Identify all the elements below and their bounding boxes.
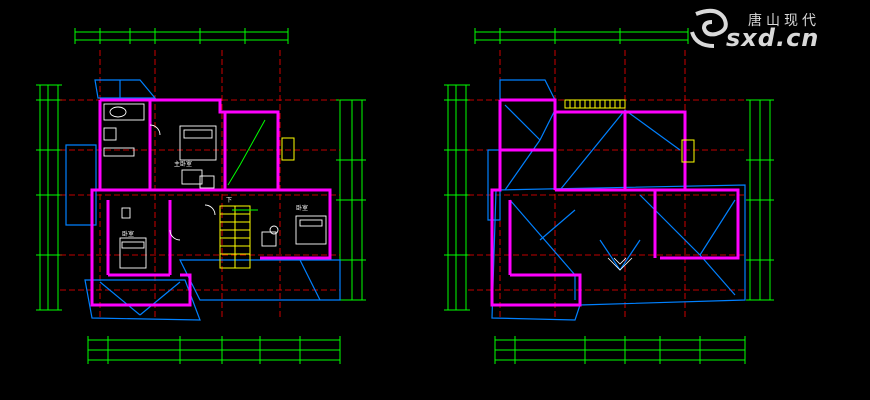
stair-block (219, 137, 295, 269)
room-label-stair: 下 (226, 197, 232, 204)
left-misc-lines (227, 119, 266, 211)
left-room-labels: 主卧室 卧室 卧室 下 (122, 160, 308, 238)
left-floor-plan: 主卧室 卧室 卧室 下 (36, 28, 366, 364)
left-roof-outline (65, 79, 341, 321)
watermark: 唐山现代 sxd.cn (686, 4, 856, 52)
left-furniture (103, 103, 327, 269)
right-axis-lines (468, 50, 745, 320)
right-roof-hips (487, 79, 746, 321)
right-yellow-details (564, 99, 695, 163)
room-label-bed-sw: 卧室 (122, 230, 134, 238)
left-walls (90, 98, 332, 307)
watermark-chinese-text: 唐山现代 (748, 13, 820, 29)
swirl-logo-icon (690, 8, 728, 48)
right-roof-plan (444, 28, 774, 364)
room-label-bed-se: 卧室 (296, 204, 308, 212)
watermark-site-text: sxd.cn (726, 24, 820, 52)
right-dimension-lines (444, 28, 774, 364)
right-walls (490, 98, 740, 307)
room-label-master-bed: 主卧室 (174, 160, 192, 168)
left-dimension-lines (36, 28, 366, 364)
right-bay-detail (607, 257, 633, 271)
